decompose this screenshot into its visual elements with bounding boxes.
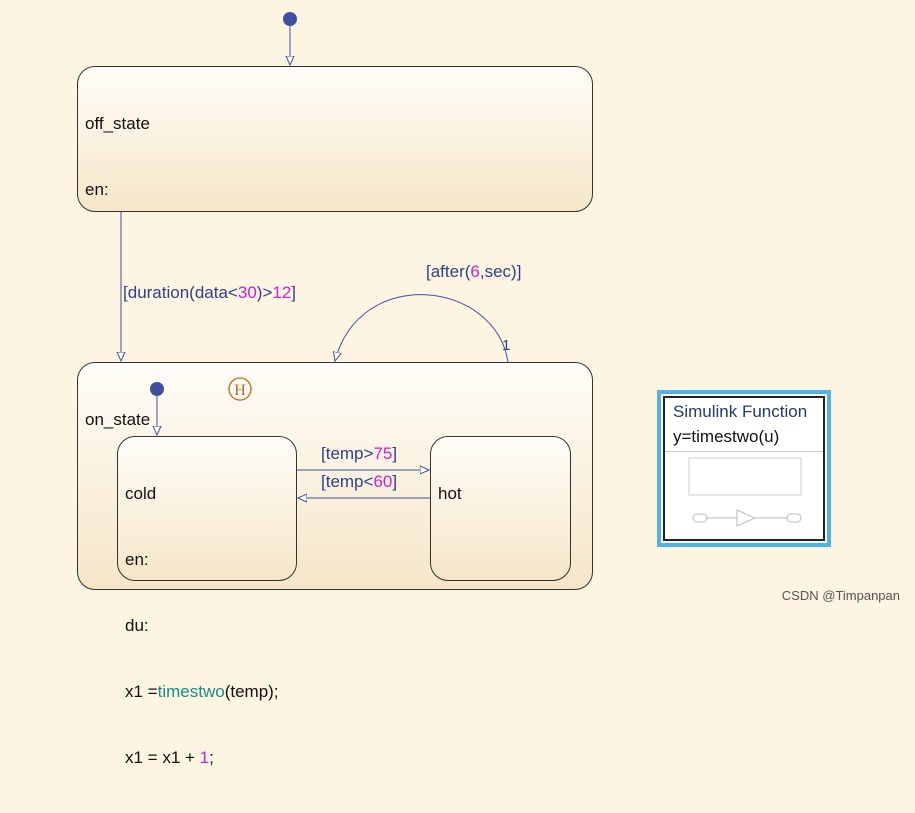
cold-state-name: cold: [125, 484, 157, 503]
transition-layer: H: [0, 12, 509, 613]
hot-state[interactable]: hot: [430, 436, 571, 581]
action2-end: ;: [209, 748, 214, 767]
cold-to-hot-label[interactable]: [temp>75]: [321, 444, 397, 464]
hot-to-cold-label[interactable]: [temp<60]: [321, 472, 397, 492]
on-state-name: on_state: [85, 410, 151, 429]
off-state[interactable]: off_state en:: [77, 66, 593, 212]
cold-action-line-2: x1 = x1 + 1;: [125, 747, 279, 769]
simulink-function-title: Simulink Function: [673, 402, 808, 421]
label-num-12: 12: [272, 283, 292, 302]
after-execution-order: 1: [502, 337, 511, 354]
cold-to-hot-close: ]: [392, 444, 398, 463]
history-junction-icon[interactable]: [228, 377, 252, 401]
default-transition-junction-inner[interactable]: [150, 382, 164, 396]
after-open: [after(: [426, 262, 471, 281]
after-rest: ,sec)]: [479, 262, 522, 281]
label-num-30: 30: [237, 283, 257, 302]
hot-state-name: hot: [438, 484, 462, 503]
label-close2: ]: [291, 283, 297, 302]
cold-action-line-1: x1 =timestwo(temp);: [125, 681, 279, 703]
hot-to-cold-text: [temp<: [321, 472, 374, 491]
function-separator: [665, 451, 823, 452]
after-num: 6: [470, 262, 480, 281]
function-preview-icon: [688, 457, 802, 527]
hot-to-cold-close: ]: [392, 472, 398, 491]
duration-fn: duration: [127, 283, 190, 302]
cold-during-label: du:: [125, 616, 149, 635]
label-close1: )>: [256, 283, 273, 302]
default-transition-junction-top[interactable]: [283, 12, 297, 26]
after-self-transition[interactable]: [335, 294, 509, 362]
label-open: [: [123, 283, 128, 302]
action2-num: 1: [199, 748, 210, 767]
simulink-function-block[interactable]: Simulink Function y=timestwo(u): [657, 390, 831, 547]
history-junction-label: H: [234, 382, 246, 399]
cold-to-hot-num: 75: [373, 444, 393, 463]
after-label[interactable]: [after(6,sec)]: [426, 262, 521, 282]
label-mid: (data<: [189, 283, 238, 302]
off-state-entry: en:: [85, 180, 109, 199]
action1-lhs: x1 =: [125, 682, 158, 701]
action2-lhs: x1 = x1 +: [125, 748, 200, 767]
timestwo-call: timestwo: [157, 682, 225, 701]
action1-rhs: (temp);: [224, 682, 279, 701]
watermark: CSDN @Timpanpan: [781, 588, 900, 603]
off-to-on-label[interactable]: [duration(data<30)>12]: [123, 283, 296, 303]
cold-entry-label: en:: [125, 550, 149, 569]
cold-to-hot-text: [temp>: [321, 444, 374, 463]
hot-to-cold-num: 60: [373, 472, 393, 491]
off-state-name: off_state: [85, 114, 150, 133]
simulink-function-signature: y=timestwo(u): [673, 427, 780, 446]
